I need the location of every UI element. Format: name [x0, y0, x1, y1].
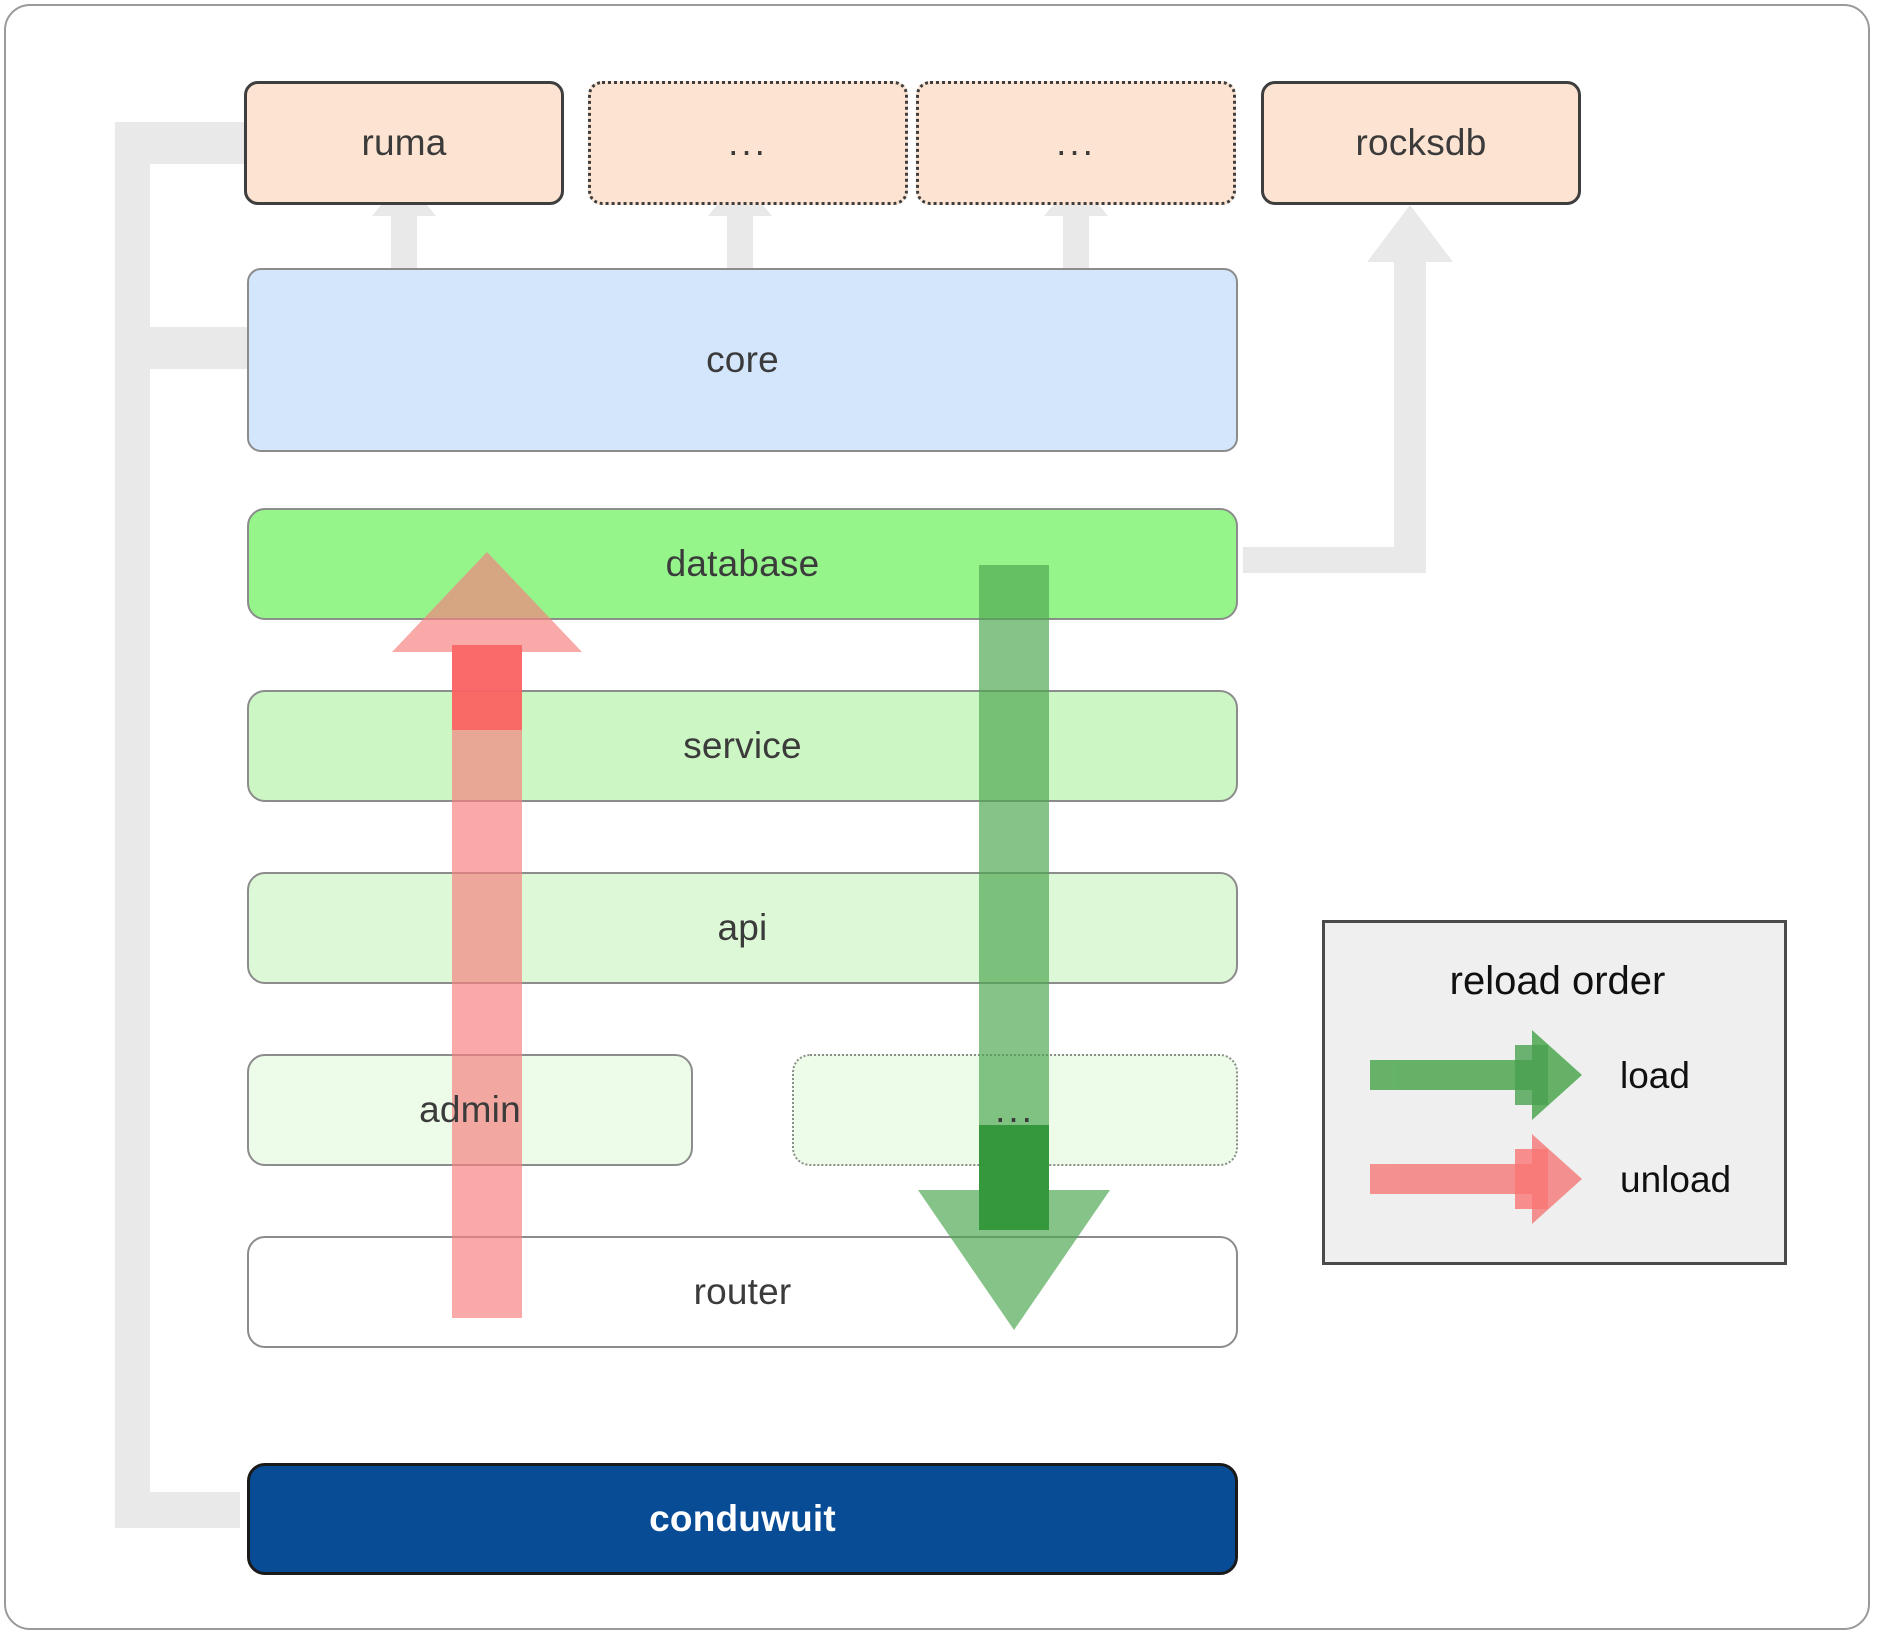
core-node[interactable]: core	[247, 268, 1238, 452]
layer-node-api[interactable]: api	[247, 872, 1238, 984]
dependency-node-ellipsis-2[interactable]: ...	[916, 81, 1236, 205]
dependency-label-ellipsis-1: ...	[728, 121, 768, 163]
dependency-label-ruma: ruma	[361, 122, 447, 163]
layer-label-ellipsis: ...	[995, 1088, 1035, 1130]
dependency-node-ellipsis-1[interactable]: ...	[588, 81, 908, 205]
dependency-node-rocksdb[interactable]: rocksdb	[1261, 81, 1581, 205]
legend-label-unload: unload	[1620, 1159, 1732, 1200]
dependency-node-ruma[interactable]: ruma	[244, 81, 564, 205]
diagram-frame	[4, 4, 1870, 1630]
layer-label-admin: admin	[419, 1089, 521, 1130]
layer-label-service: service	[683, 725, 802, 766]
legend-title: reload order	[1449, 959, 1666, 1003]
root-label-conduwuit: conduwuit	[649, 1498, 836, 1539]
layer-node-admin[interactable]: admin	[247, 1054, 693, 1166]
layer-node-ellipsis[interactable]: ...	[792, 1054, 1238, 1166]
layer-label-api: api	[717, 907, 768, 948]
layer-node-service[interactable]: service	[247, 690, 1238, 802]
legend-panel: reload order	[1322, 920, 1787, 1265]
dependency-label-ellipsis-2: ...	[1056, 121, 1096, 163]
legend-label-load: load	[1620, 1055, 1690, 1096]
layer-node-database[interactable]: database	[247, 508, 1238, 620]
dependency-label-rocksdb: rocksdb	[1355, 122, 1487, 163]
layer-label-router: router	[693, 1271, 792, 1312]
layer-node-router[interactable]: router	[247, 1236, 1238, 1348]
root-node-conduwuit[interactable]: conduwuit	[247, 1463, 1238, 1575]
core-label: core	[706, 339, 779, 380]
layer-label-database: database	[665, 543, 820, 584]
